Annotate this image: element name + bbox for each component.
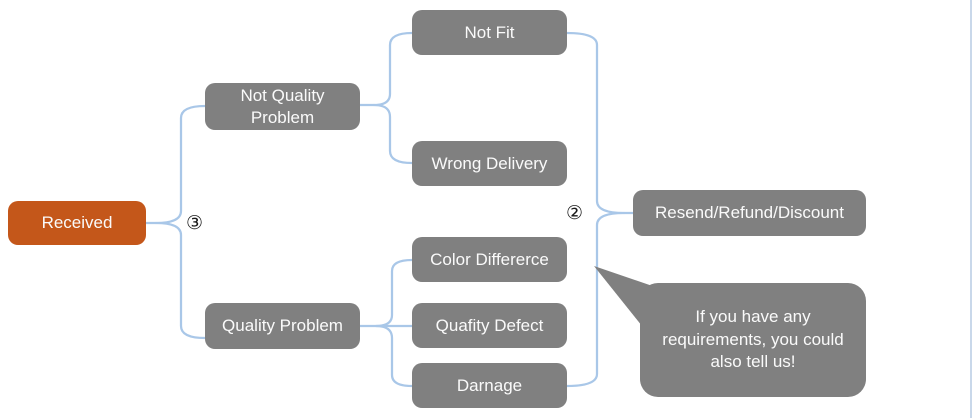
node-color-difference: Color Differerce bbox=[412, 237, 567, 282]
frame-right-edge bbox=[970, 0, 972, 418]
node-received-label: Received bbox=[41, 213, 113, 233]
branch-marker-2: ② bbox=[566, 203, 584, 224]
node-damage-label: Darnage bbox=[456, 375, 523, 395]
node-not-quality-problem: Not Quality Problem bbox=[205, 83, 360, 130]
brace-notquality-children bbox=[372, 31, 414, 165]
node-wrong-delivery: Wrong Delivery bbox=[412, 141, 567, 186]
callout-text: If you have any requirements, you could … bbox=[662, 306, 844, 372]
node-not-fit: Not Fit bbox=[412, 10, 567, 55]
node-not-fit-label: Not Fit bbox=[464, 22, 515, 42]
node-resend-refund-discount-label: Resend/Refund/Discount bbox=[654, 203, 844, 223]
node-quality-problem: Quality Problem bbox=[205, 303, 360, 349]
callout-bubble: If you have any requirements, you could … bbox=[640, 283, 866, 397]
node-not-quality-problem-label: Not Quality Problem bbox=[240, 86, 325, 127]
node-quality-defect: Quafity Defect bbox=[412, 303, 567, 348]
node-quality-defect-label: Quafity Defect bbox=[435, 315, 544, 335]
brace-quality-children bbox=[374, 258, 414, 388]
node-color-difference-label: Color Differerce bbox=[430, 249, 549, 269]
node-damage: Darnage bbox=[412, 363, 567, 408]
branch-marker-3: ③ bbox=[186, 213, 204, 234]
node-wrong-delivery-label: Wrong Delivery bbox=[431, 153, 548, 173]
node-resend-refund-discount: Resend/Refund/Discount bbox=[633, 190, 866, 236]
node-received: Received bbox=[8, 201, 146, 245]
node-quality-problem-label: Quality Problem bbox=[222, 316, 343, 336]
